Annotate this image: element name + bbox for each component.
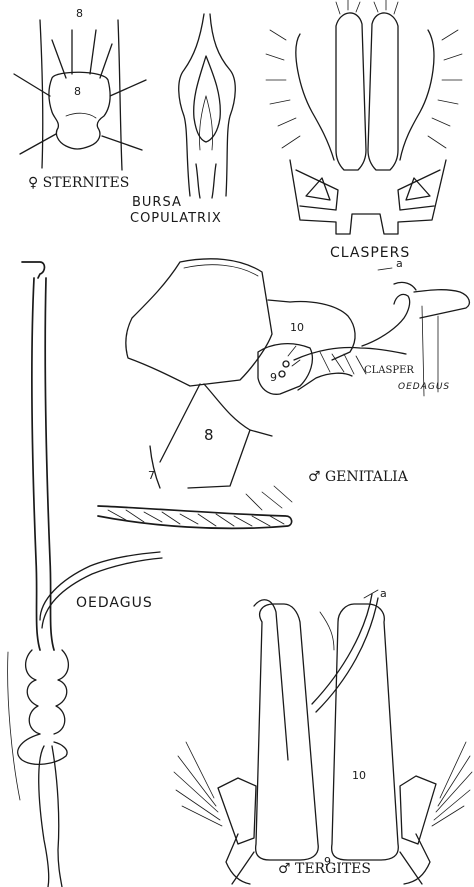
oedagus-large-label: OEDAGUS [76, 596, 153, 610]
bursa-copulatrix-drawing [179, 14, 236, 198]
oedagus-small-label: OEDAGUS [398, 383, 450, 392]
sternite-mid-number: 8 [74, 86, 81, 97]
male-tergites-label: ♂ TERGITES [278, 862, 371, 876]
tergites-a-label: a [380, 588, 387, 599]
clasper-label: CLASPER [364, 366, 414, 376]
female-sternites-label: ♀ STERNITES [28, 176, 129, 190]
segment-9-label: 9 [270, 372, 277, 383]
bursa-label-line2: COPULATRIX [130, 212, 222, 225]
segment-7-label: 7 [148, 470, 155, 481]
claspers-drawing [266, 0, 462, 234]
oedagus-long-drawing [8, 262, 162, 887]
bursa-label-line1: BURSA [132, 196, 182, 209]
male-tergites-drawing [174, 594, 472, 884]
sternite-top-number: 8 [76, 8, 83, 19]
segment-10-tergite-label: 10 [352, 770, 366, 781]
label-leaders [364, 268, 392, 598]
male-genitalia-drawing [98, 259, 469, 529]
male-genitalia-label: ♂ GENITALIA [308, 470, 408, 484]
segment-10-label: 10 [290, 322, 304, 333]
segment-8-label: 8 [204, 428, 214, 443]
genitalia-a-label: a [396, 258, 403, 269]
